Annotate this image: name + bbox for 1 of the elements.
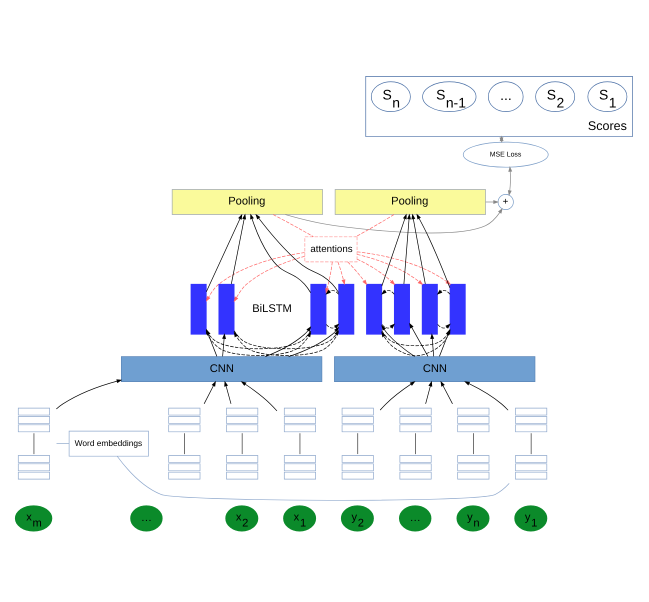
label: BiLSTM [252, 302, 292, 315]
